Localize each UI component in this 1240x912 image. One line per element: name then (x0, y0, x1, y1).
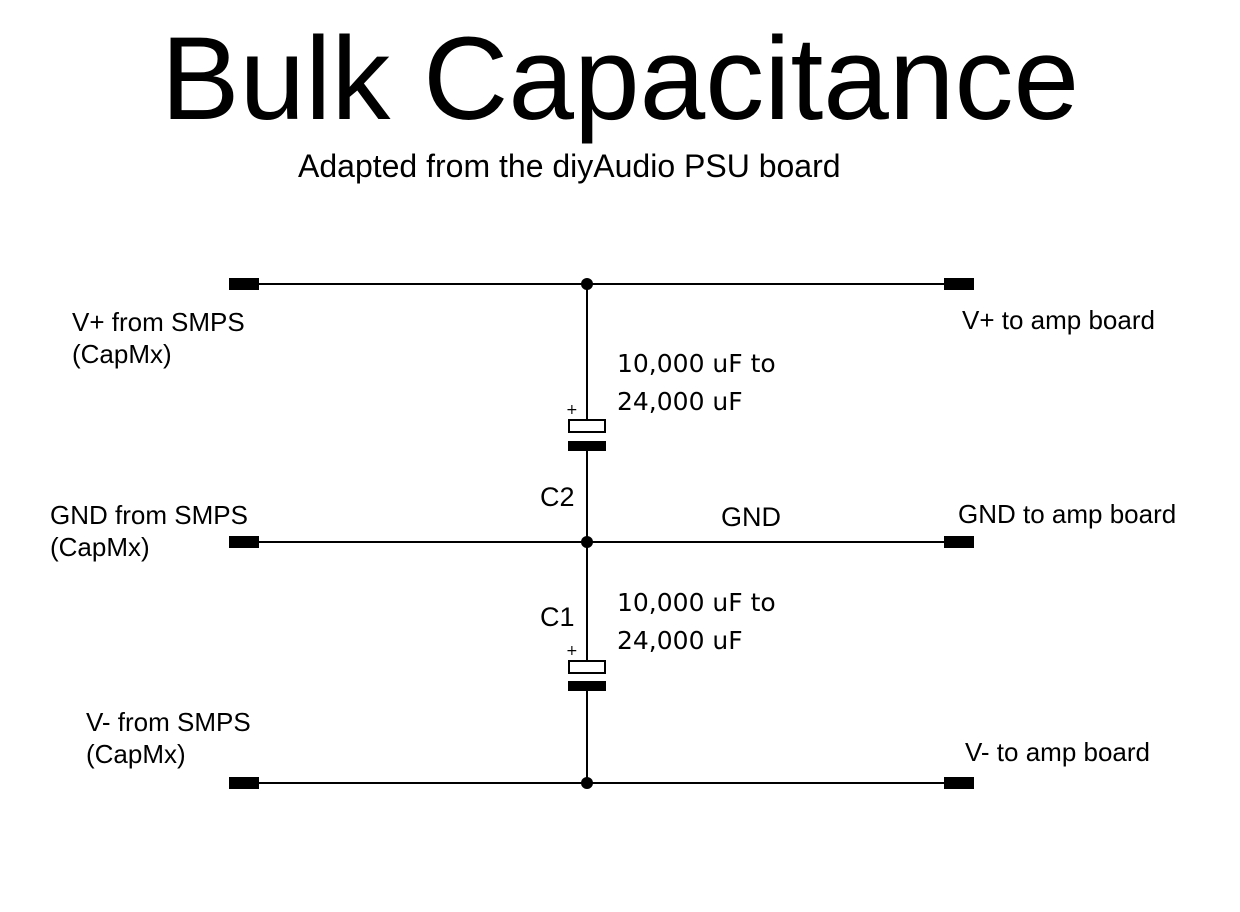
vplus-output-label: V+ to amp board (962, 305, 1155, 335)
diagram-subtitle: Adapted from the diyAudio PSU board (298, 148, 841, 184)
vminus-input-label-line1: V- from SMPS (86, 707, 251, 737)
gnd-input-label-line2: (CapMx) (50, 532, 150, 562)
gnd-input-label-line1: GND from SMPS (50, 500, 248, 530)
vminus-input-label-line2: (CapMx) (86, 739, 186, 769)
gnd-output-terminal (944, 536, 974, 548)
gnd-input-terminal (229, 536, 259, 548)
gnd-output-label: GND to amp board (958, 499, 1177, 529)
gnd-net-label: GND (721, 502, 781, 532)
vminus-input-label: V- from SMPS (CapMx) (86, 706, 251, 770)
vminus-input-terminal (229, 777, 259, 789)
vplus-output-terminal (944, 278, 974, 290)
c2-ref-label: C2 (540, 482, 575, 512)
c1-value-line1: 10,000 uF to (617, 588, 776, 617)
vplus-input-label-line2: (CapMx) (72, 339, 172, 369)
c1-negative-plate (568, 681, 606, 691)
gnd-input-label: GND from SMPS (CapMx) (50, 499, 248, 563)
c1-value-label: 10,000 uF to 24,000 uF (617, 584, 776, 660)
vminus-output-label: V- to amp board (965, 737, 1150, 767)
c1-polarity-mark: + (566, 643, 578, 659)
c2-value-label: 10,000 uF to 24,000 uF (617, 345, 776, 421)
c1-value-line2: 24,000 uF (617, 626, 743, 655)
vplus-input-terminal (229, 278, 259, 290)
c2-polarity-mark: + (566, 402, 578, 418)
c1-ref-label: C1 (540, 602, 575, 632)
c2-value-line1: 10,000 uF to (617, 349, 776, 378)
c2-positive-plate (568, 419, 606, 433)
diagram-title: Bulk Capacitance (160, 13, 1080, 145)
vplus-input-label-line1: V+ from SMPS (72, 307, 245, 337)
c2-negative-plate (568, 441, 606, 451)
c1-positive-plate (568, 660, 606, 674)
c2-value-line2: 24,000 uF (617, 387, 743, 416)
vminus-output-terminal (944, 777, 974, 789)
vplus-input-label: V+ from SMPS (CapMx) (72, 306, 245, 370)
